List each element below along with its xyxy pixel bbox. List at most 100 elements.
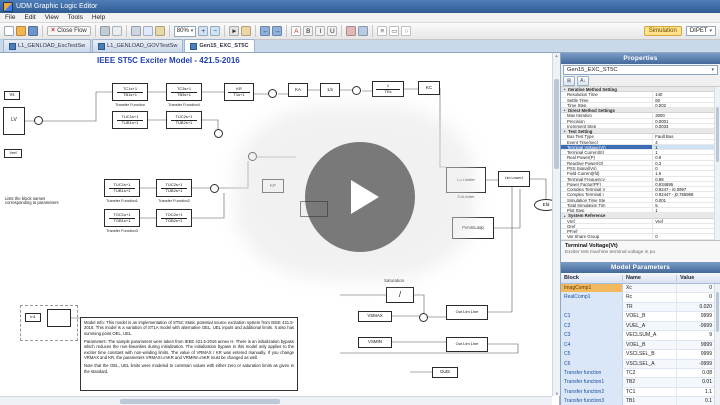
tab-l1_genload_exctestsw[interactable]: L1_GENLOAD_ExcTestSw	[3, 39, 92, 52]
cell-block[interactable]: C6	[561, 359, 623, 368]
tab-l1_genload_govtestsw[interactable]: L1_GENLOAD_GOVTestSw	[92, 39, 184, 52]
lim-lower1-block[interactable]: Lim Lower1	[498, 171, 530, 187]
property-value[interactable]: 0	[655, 234, 658, 239]
property-value[interactable]: 1	[655, 208, 658, 213]
sum-junction[interactable]	[214, 129, 223, 138]
solver-select[interactable]: DIPET ▾	[685, 26, 716, 36]
cell-value[interactable]: 9999	[700, 341, 712, 348]
gain-ka[interactable]: KA	[288, 83, 308, 97]
property-group-header[interactable]: ▲Test Setting	[561, 129, 720, 135]
property-value[interactable]: 1.6	[655, 171, 662, 176]
column-header-value[interactable]: Value	[680, 275, 695, 281]
property-value[interactable]: 0.92447 - j0.755969	[655, 192, 694, 197]
cell-block[interactable]: RealComp1	[561, 293, 623, 302]
cell-value[interactable]: 9999	[700, 313, 712, 320]
cell-value[interactable]: 0	[709, 285, 712, 291]
redo-icon[interactable]: →	[272, 26, 283, 36]
new-icon[interactable]	[4, 26, 14, 36]
property-grid-scrollbar[interactable]	[714, 87, 720, 240]
scrollbar-thumb[interactable]	[715, 292, 719, 332]
menu-edit[interactable]: Edit	[24, 14, 36, 21]
sort-az-icon[interactable]: A↓	[577, 76, 589, 86]
property-row[interactable]: Field Current(Ifd)1.6	[561, 171, 720, 177]
cell-block[interactable]: C3	[561, 331, 623, 340]
property-value[interactable]: 4	[655, 139, 658, 144]
properties-target-select[interactable]: Gen15_EXC_ST5C ▾	[563, 65, 718, 75]
cell-block[interactable]: Transfer function2	[561, 387, 623, 397]
property-row[interactable]: PSS Signal(Vs)0	[561, 165, 720, 172]
simulation-mode-badge[interactable]: Simulation	[643, 26, 682, 36]
pointer-icon[interactable]: ►	[229, 26, 240, 36]
cell-block[interactable]: C2	[561, 321, 623, 331]
property-value[interactable]: 0.001	[655, 197, 666, 202]
saturation-block[interactable]: /	[386, 287, 414, 303]
property-value[interactable]: 0.002	[655, 102, 666, 108]
property-row[interactable]: Real Power(P)0.9	[561, 155, 720, 161]
cell-value[interactable]: 0.08	[702, 369, 712, 376]
categorize-icon[interactable]: ⊞	[563, 76, 575, 86]
cell-value[interactable]: -9999	[699, 322, 712, 329]
property-value[interactable]: Fault Bus	[655, 134, 674, 139]
property-value[interactable]: 0.0033	[655, 123, 669, 129]
property-value[interactable]: Vref	[655, 218, 663, 223]
cell-block[interactable]	[561, 302, 623, 312]
out-lim-line1-block[interactable]: Out Lim Line	[446, 337, 488, 352]
input-vs[interactable]: Vs	[4, 91, 20, 100]
property-value[interactable]: 0.934695	[655, 181, 674, 187]
property-row[interactable]: Terminal Voltage(Vt)1	[561, 144, 720, 151]
property-row[interactable]: Power Factor(PF)0.934695	[561, 181, 720, 188]
property-value[interactable]: 5	[655, 202, 658, 208]
cell-value[interactable]: 0	[709, 294, 712, 301]
vertical-scrollbar[interactable]: ▲▼	[552, 53, 560, 396]
column-header-name[interactable]: Name	[623, 275, 677, 281]
sum-junction[interactable]	[419, 313, 428, 322]
shape-rect-icon[interactable]: ▭	[389, 26, 400, 36]
shape-ellipse-icon[interactable]: ○	[401, 26, 412, 36]
input-vref[interactable]: Vref	[4, 149, 22, 158]
tab-gen15_exc_st5c[interactable]: Gen15_EXC_ST5C	[184, 39, 255, 52]
property-group-header[interactable]: ▲System Reference	[561, 213, 720, 219]
property-row[interactable]: Qref	[561, 223, 720, 230]
integrator-block[interactable]: 1/s	[320, 83, 340, 97]
line-color-icon[interactable]	[358, 26, 369, 36]
property-value[interactable]: 140	[655, 92, 663, 97]
cell-value[interactable]: 0.01	[702, 379, 712, 386]
fill-color-icon[interactable]	[346, 26, 357, 36]
vsmin-block[interactable]: VSMIN	[358, 337, 392, 348]
outs-block[interactable]: OutS	[432, 367, 458, 378]
zoom-in-icon[interactable]: +	[198, 26, 209, 36]
sum-junction[interactable]	[352, 86, 361, 95]
in1-block[interactable]: In1	[25, 313, 41, 322]
align-icon[interactable]: ≡	[377, 26, 388, 36]
sum-junction[interactable]	[268, 89, 277, 98]
italic-icon[interactable]: I	[315, 26, 326, 36]
property-row[interactable]: Event Time(sec)4	[561, 139, 720, 145]
undo-icon[interactable]: ←	[260, 26, 271, 36]
underline-icon[interactable]: U	[327, 26, 338, 36]
cell-block[interactable]: Transfer function	[561, 368, 623, 378]
